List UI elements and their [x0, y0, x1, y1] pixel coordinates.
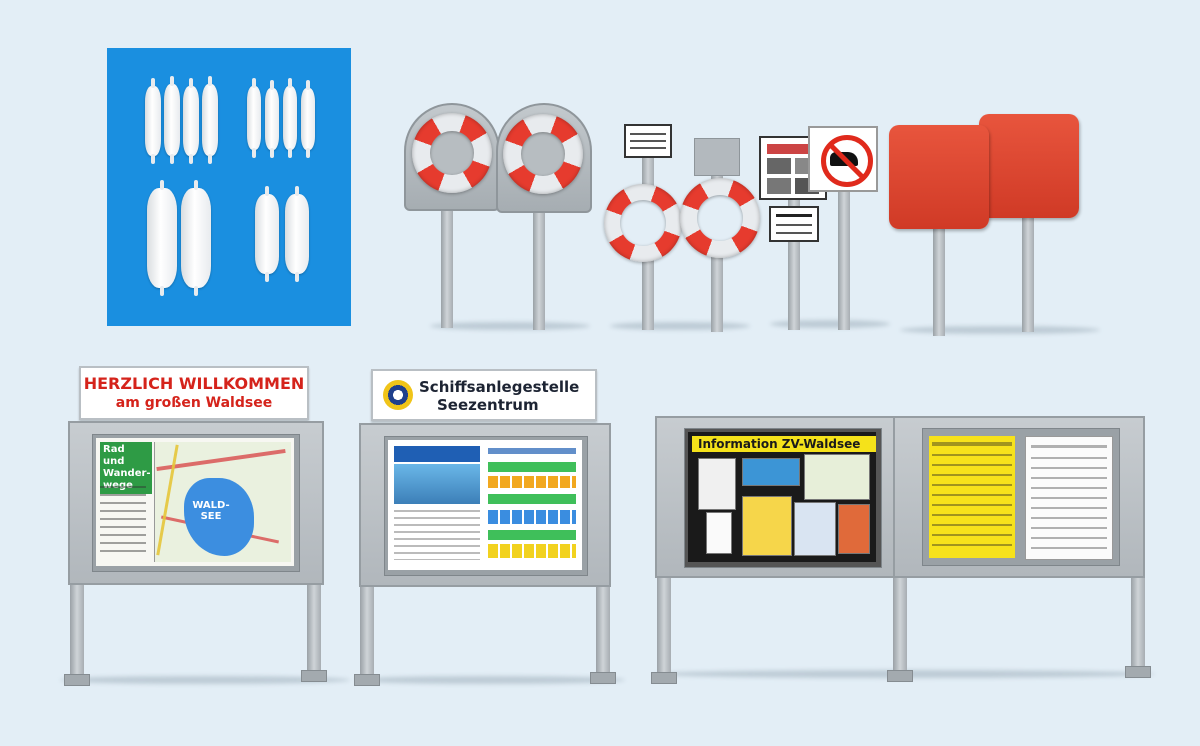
shadow [770, 320, 890, 328]
pole [1022, 214, 1034, 332]
shadow [355, 676, 625, 684]
pole [533, 200, 545, 330]
shadow [900, 326, 1100, 334]
pier-title: Schiffsanlegestelle [419, 378, 580, 396]
fender [255, 194, 279, 274]
pole [441, 200, 453, 328]
fender-display-panel [107, 48, 351, 326]
fender [181, 188, 211, 288]
route-legend-title: Rad und Wander- wege [100, 442, 152, 494]
fender [147, 188, 177, 288]
fender [145, 86, 161, 156]
pole [360, 565, 374, 680]
no-dogs-sign [808, 126, 878, 192]
pole [838, 192, 850, 330]
pole-foot [354, 674, 380, 686]
shadow [60, 676, 350, 684]
fender [202, 84, 218, 156]
fender [247, 86, 261, 150]
pole [933, 224, 945, 336]
poster [698, 458, 736, 510]
small-notice-sign [769, 206, 819, 242]
lifebuoy-hole [521, 132, 565, 176]
small-notice-sign [624, 124, 672, 158]
lifebuoy-hole [620, 200, 666, 246]
lifebuoy-hole [430, 131, 474, 175]
pier-sign: Schiffsanlegestelle Seezentrum [371, 369, 597, 421]
red-blank-sign [889, 125, 989, 229]
pole-foot [64, 674, 90, 686]
pole [893, 560, 907, 678]
pole [596, 565, 610, 680]
pole [657, 560, 671, 680]
pier-subtitle: Seezentrum [437, 396, 539, 414]
shipping-logo-icon [383, 380, 413, 410]
poster [804, 454, 870, 500]
poster [706, 512, 732, 554]
fender [183, 86, 199, 156]
pole [70, 560, 84, 680]
fender [301, 88, 315, 150]
fender [283, 86, 297, 150]
fender [285, 194, 309, 274]
pole [1131, 560, 1145, 674]
pole-bracket [694, 138, 740, 176]
lifebuoy-hole [697, 195, 743, 241]
pole-foot [1125, 666, 1151, 678]
lake-label: WALD- SEE [192, 500, 230, 522]
timetable-poster [388, 440, 582, 570]
fender [164, 84, 180, 156]
fender [265, 88, 279, 150]
yellow-schedule [929, 436, 1015, 558]
pole-foot [301, 670, 327, 682]
welcome-title: HERZLICH WILLKOMMEN [83, 374, 305, 393]
poster [742, 458, 800, 486]
info-banner: Information ZV-Waldsee [692, 436, 876, 452]
pole [307, 560, 321, 680]
info-board-content: Information ZV-Waldsee [688, 432, 876, 562]
welcome-subtitle: am großen Waldsee [115, 395, 273, 411]
poster [794, 502, 836, 556]
poster [742, 496, 792, 556]
pole-foot [590, 672, 616, 684]
lake-area [184, 478, 254, 556]
white-schedule [1025, 436, 1113, 560]
pole-foot [651, 672, 677, 684]
poster [838, 504, 870, 554]
red-blank-sign [979, 114, 1079, 218]
trail-map: Rad und Wander- wege WALD- SEE [96, 438, 294, 566]
no-dogs-icon [821, 135, 873, 187]
shadow [430, 322, 590, 330]
welcome-sign: HERZLICH WILLKOMMEN am großen Waldsee [79, 366, 309, 420]
shadow [610, 322, 750, 330]
pole-foot [887, 670, 913, 682]
